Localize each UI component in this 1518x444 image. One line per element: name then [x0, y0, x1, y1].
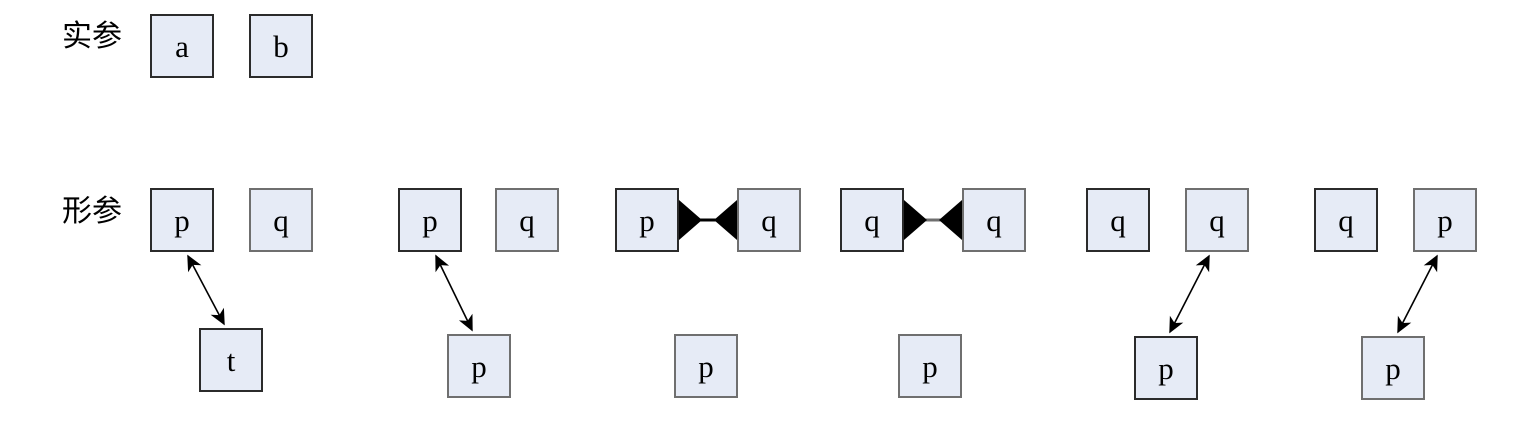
box-g3-formal-p[interactable]: p — [615, 188, 679, 252]
box-g6-target-p[interactable]: p — [1361, 336, 1425, 400]
box-g6-formal-p[interactable]: p — [1413, 188, 1477, 252]
box-g1-formal-q[interactable]: q — [249, 188, 313, 252]
box-actual-b[interactable]: b — [249, 14, 313, 78]
row-label-formal-args: 形参 — [62, 194, 122, 229]
box-g2-target-p[interactable]: p — [447, 334, 511, 398]
arrow-g4-q-to-q — [904, 200, 962, 240]
arrow-g2-p-to-p — [435, 254, 473, 332]
box-g1-target-t[interactable]: t — [199, 328, 263, 392]
box-g1-formal-p[interactable]: p — [150, 188, 214, 252]
row-label-actual-args: 实参 — [62, 19, 122, 54]
box-g4-formal-q-right[interactable]: q — [962, 188, 1026, 252]
box-actual-a[interactable]: a — [150, 14, 214, 78]
box-g5-target-p[interactable]: p — [1134, 336, 1198, 400]
box-g5-formal-q-right[interactable]: q — [1185, 188, 1249, 252]
arrow-g3-p-to-q — [679, 200, 737, 240]
box-g2-formal-q[interactable]: q — [495, 188, 559, 252]
box-g6-formal-q[interactable]: q — [1314, 188, 1378, 252]
arrow-g5-q-to-p — [1169, 254, 1210, 334]
arrow-g6-p-to-p — [1397, 254, 1438, 334]
box-g2-formal-p[interactable]: p — [398, 188, 462, 252]
box-g5-formal-q-left[interactable]: q — [1086, 188, 1150, 252]
box-g4-target-p[interactable]: p — [898, 334, 962, 398]
arrow-g1-p-to-t — [187, 254, 225, 326]
box-g4-formal-q-left[interactable]: q — [840, 188, 904, 252]
box-g3-target-p[interactable]: p — [674, 334, 738, 398]
box-g3-formal-q[interactable]: q — [737, 188, 801, 252]
